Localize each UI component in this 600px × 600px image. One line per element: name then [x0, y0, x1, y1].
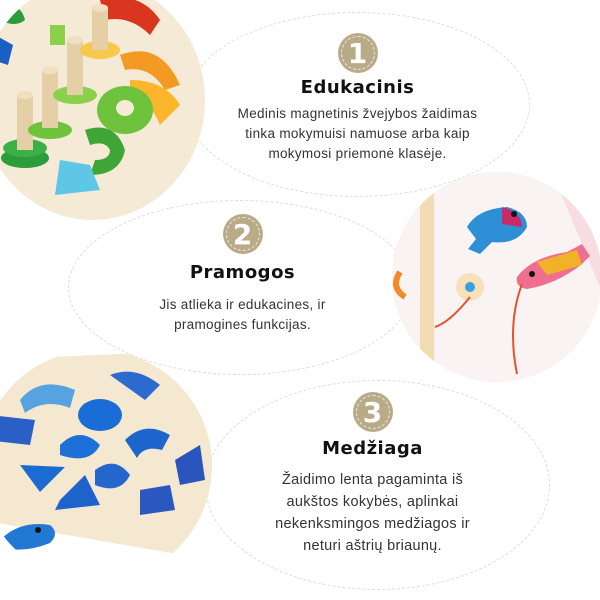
feature-description: Žaidimo lenta pagaminta iš aukštos kokyb…	[275, 472, 470, 554]
number-puzzle-illustration	[0, 0, 205, 220]
feature-title: Medžiaga	[322, 438, 423, 459]
feature-title: Edukacinis	[300, 77, 415, 98]
feature-pramogos: 2 Pramogos Jis atlieka ir edukacines, ir…	[115, 214, 370, 335]
feature-2-image	[392, 172, 600, 382]
number-badge-1: 1	[337, 33, 378, 73]
feature-3-image	[0, 350, 212, 582]
feature-edukacinis: 1 Edukacinis Medinis magnetinis žvejybos…	[230, 33, 485, 164]
feature-1-image	[0, 0, 205, 220]
alphabet-puzzle-illustration	[0, 350, 212, 582]
feature-medziaga: 3 Medžiaga Žaidimo lenta pagaminta iš au…	[250, 392, 495, 557]
fishing-toy-illustration	[392, 172, 600, 382]
number-badge-3: 3	[352, 392, 393, 432]
feature-title: Pramogos	[189, 262, 296, 283]
number-badge-2: 2	[222, 214, 263, 254]
feature-description: Medinis magnetinis žvejybos žaidimas tin…	[237, 106, 478, 161]
feature-description: Jis atlieka ir edukacines, ir pramogines…	[159, 297, 326, 332]
